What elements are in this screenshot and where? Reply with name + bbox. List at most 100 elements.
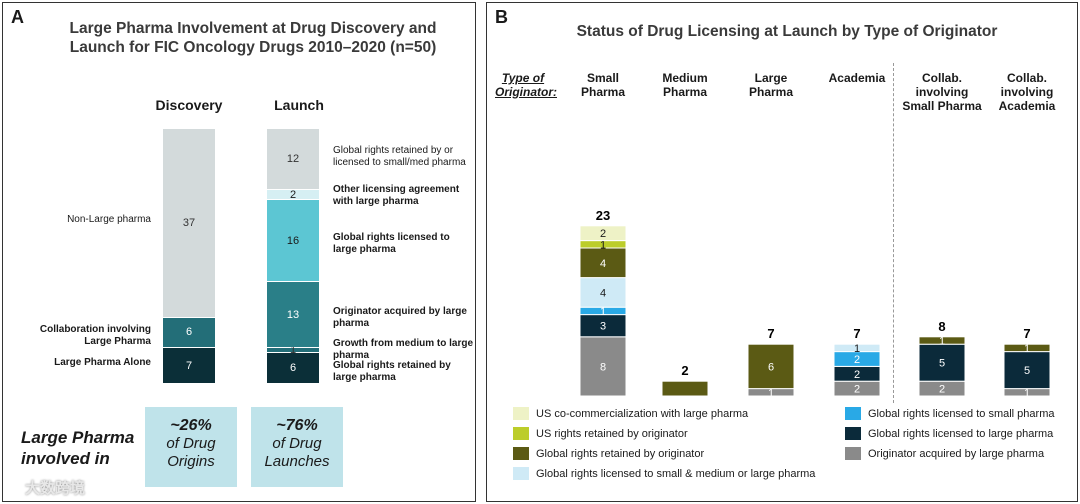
- panel-a-title: Large Pharma Involvement at Drug Discove…: [43, 19, 463, 57]
- bar-segment-label: 5: [939, 358, 945, 370]
- category-header-line: Pharma: [662, 85, 708, 99]
- category-header-line: Pharma: [580, 85, 626, 99]
- panel-a-title-line2: Launch for FIC Oncology Drugs 2010–2020 …: [69, 39, 437, 56]
- launch-segment: 13: [267, 281, 319, 348]
- panel-a: A Large Pharma Involvement at Drug Disco…: [2, 2, 476, 502]
- launch-callout: ~76% of Drug Launches: [251, 407, 343, 487]
- bar-segment: [1003, 343, 1051, 353]
- legend-label: Global rights licensed to small pharma: [868, 407, 1055, 420]
- type-of-originator-line1: Type of: [501, 71, 545, 85]
- bar-segment-label: 5: [1024, 365, 1030, 377]
- legend-swatch: [513, 407, 529, 420]
- bar-total-label: 8: [938, 319, 945, 334]
- bar-segment-label: 2: [600, 228, 606, 240]
- launch-segment: 12: [267, 128, 319, 190]
- bar-segment-label: 2: [854, 354, 860, 366]
- bar-segment: [918, 336, 966, 345]
- bar-segment-label: 1: [768, 387, 774, 399]
- legend-swatch: [513, 447, 529, 460]
- collab-divider: [893, 63, 894, 403]
- legend-item: Originator acquired by large pharma: [845, 447, 1044, 460]
- legend-swatch: [513, 427, 529, 440]
- discovery-segment-label: Large Pharma Alone: [54, 357, 151, 369]
- category-header-line: Academia: [828, 71, 886, 85]
- launch-segment-value: 16: [286, 234, 300, 247]
- watermark: 大数跨境: [25, 480, 86, 497]
- bar-segment-label: 1: [1024, 387, 1030, 399]
- bar-segment-label: 4: [600, 287, 606, 299]
- bar-segment-label: 4: [600, 258, 606, 270]
- discovery-segment: 6: [163, 316, 215, 348]
- panel-b: B Status of Drug Licensing at Launch by …: [486, 2, 1078, 502]
- category-header-line: Large: [754, 71, 788, 85]
- bar-segment: [661, 380, 709, 397]
- discovery-segment: 7: [163, 347, 215, 383]
- bar-total-label: 2: [681, 363, 688, 378]
- launch-segment-value: 6: [289, 362, 297, 375]
- launch-callout-text2: Launches: [264, 453, 330, 470]
- bar-total-label: 7: [1023, 326, 1030, 341]
- bar-segment-label: 1: [600, 306, 606, 318]
- bar-segment-label: 3: [600, 321, 606, 333]
- discovery-callout-text2: Origins: [167, 453, 215, 470]
- launch-segment: 2: [267, 188, 319, 201]
- launch-segment-value: 13: [286, 308, 300, 321]
- panel-a-title-line1: Large Pharma Involvement at Drug Discove…: [69, 20, 437, 37]
- launch-segment: 16: [267, 199, 319, 281]
- panel-a-letter: A: [11, 7, 24, 27]
- legend-item: US co-commercialization with large pharm…: [513, 407, 748, 420]
- bar-total-label: 23: [596, 208, 610, 223]
- category-header-line: Pharma: [748, 85, 794, 99]
- bar-segment: [833, 343, 881, 353]
- legend-label: Global rights licensed to large pharma: [868, 427, 1054, 440]
- legend-item: Global rights retained by originator: [513, 447, 704, 460]
- launch-header: Launch: [274, 97, 324, 113]
- legend-item: US rights retained by originator: [513, 427, 688, 440]
- bar-segment-label: 1: [939, 336, 945, 348]
- legend-item: Global rights licensed to large pharma: [845, 427, 1053, 440]
- legend-label: Global rights licensed to small & medium…: [536, 467, 816, 480]
- legend-label: Global rights retained by originator: [536, 447, 705, 460]
- large-pharma-involved-label: Large Pharma involved in: [21, 427, 134, 469]
- launch-segment: 6: [267, 352, 319, 383]
- launch-segment-label: Global rights retained by large pharma: [333, 359, 451, 383]
- launch-segment-label: Global rights licensed to large pharma: [333, 232, 450, 256]
- type-of-originator-label: Type of Originator:: [495, 71, 557, 99]
- legend-swatch: [845, 407, 861, 420]
- launch-callout-text1: of Drug: [272, 435, 322, 452]
- discovery-segment: 37: [163, 128, 215, 317]
- bar-total-label: 7: [853, 326, 860, 341]
- launch-segment: 1: [267, 344, 319, 356]
- bar-segment-label: 1: [854, 343, 860, 355]
- launch-callout-pct: ~76%: [276, 417, 318, 434]
- legend-swatch: [513, 467, 529, 480]
- category-header-line: involving: [1000, 85, 1054, 99]
- launch-segment-value: 2: [289, 188, 297, 201]
- legend-swatch: [845, 427, 861, 440]
- category-header-line: Medium: [662, 71, 708, 85]
- category-header-line: Small: [586, 71, 619, 85]
- discovery-callout-text1: of Drug: [166, 435, 216, 452]
- launch-segment-label: Global rights retained by or licensed to…: [333, 144, 466, 168]
- large-pharma-involved-line1: Large Pharma: [21, 428, 135, 447]
- discovery-segment-value: 6: [185, 326, 193, 339]
- bar-segment-label: 2: [854, 384, 860, 396]
- launch-segment-label: Other licensing agreement with large pha…: [333, 184, 460, 208]
- discovery-callout: ~26% of Drug Origins: [145, 407, 237, 487]
- bar-segment-label: 2: [939, 384, 945, 396]
- discovery-segment-value: 7: [185, 359, 193, 372]
- legend-swatch: [845, 447, 861, 460]
- bar-segment-label: 6: [768, 361, 774, 373]
- launch-segment-value: 12: [286, 153, 300, 166]
- bar-segment: [918, 343, 966, 382]
- discovery-header: Discovery: [155, 97, 223, 113]
- category-header-line: Collab.: [921, 71, 962, 85]
- panel-b-letter: B: [495, 7, 508, 27]
- bar-segment-label: 8: [600, 361, 606, 373]
- legend-label: US co-commercialization with large pharm…: [536, 407, 749, 420]
